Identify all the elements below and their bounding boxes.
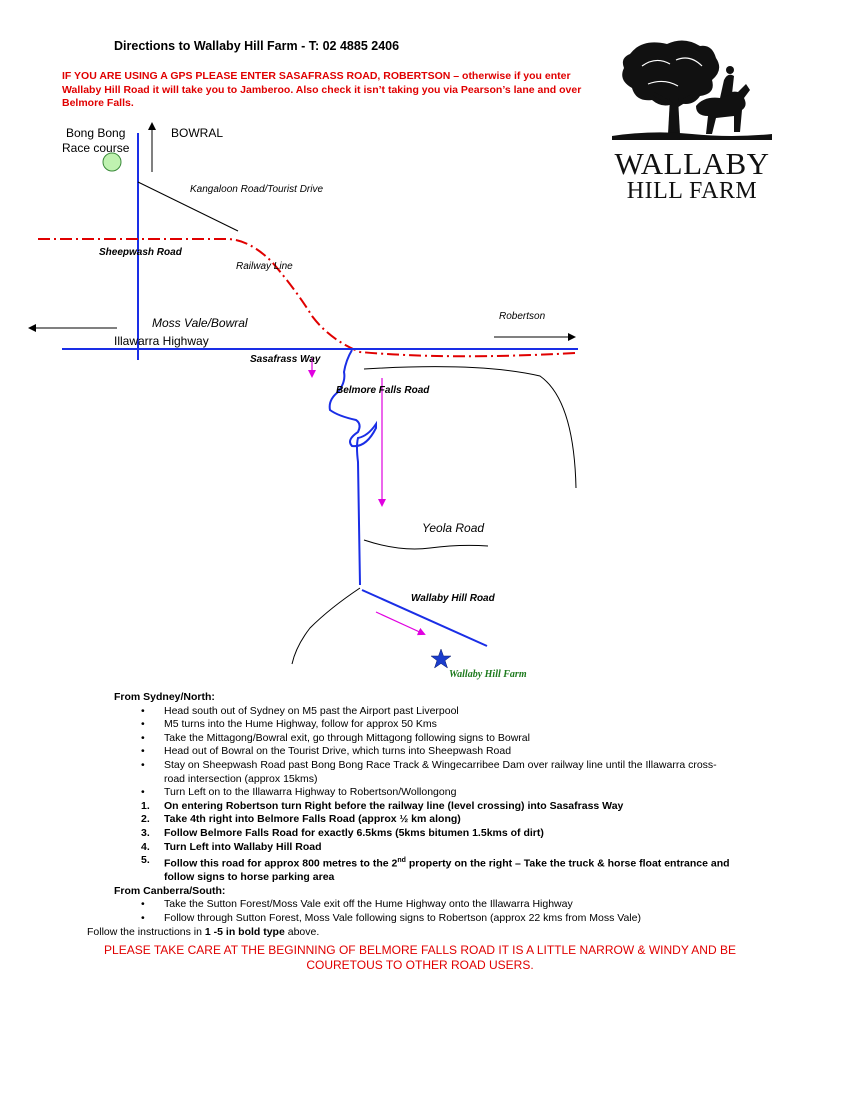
label-railway-line: Railway Line bbox=[236, 261, 293, 272]
list-item: •Follow through Sutton Forest, Moss Vale… bbox=[141, 912, 641, 924]
label-wallaby-hill-road: Wallaby Hill Road bbox=[411, 593, 495, 604]
gps-warning: IF YOU ARE USING A GPS PLEASE ENTER SASA… bbox=[62, 70, 582, 109]
label-race-course: Race course bbox=[62, 141, 130, 155]
label-bowral: BOWRAL bbox=[171, 126, 224, 140]
wallaby-route-arrow bbox=[375, 611, 426, 636]
yeola-road-line bbox=[363, 539, 489, 550]
robertson-east-road-line bbox=[363, 366, 577, 489]
racecourse-marker bbox=[102, 152, 122, 172]
list-item: 5.Follow this road for approx 800 metres… bbox=[141, 854, 730, 884]
kangaloon-road-line bbox=[137, 181, 239, 232]
logo-text-hill-farm: HILL FARM bbox=[626, 178, 758, 204]
route-map-drawing bbox=[28, 122, 578, 669]
label-bong-bong: Bong Bong bbox=[66, 126, 126, 140]
tree-and-horse-rider-icon bbox=[612, 40, 772, 140]
label-illawarra-highway: Illawarra Highway bbox=[114, 334, 209, 348]
farm-logo: WALLABY HILL FARM bbox=[612, 36, 772, 206]
label-wallaby-hill-farm: Wallaby Hill Farm bbox=[449, 669, 527, 680]
wallaby-hill-road-line bbox=[361, 589, 488, 647]
canberra-heading: From Canberra/South: bbox=[114, 884, 226, 897]
belmore-falls-road-line bbox=[328, 349, 377, 586]
label-sheepwash-road: Sheepwash Road bbox=[99, 247, 182, 258]
label-robertson: Robertson bbox=[499, 311, 546, 322]
route-map: Bong Bong Race course BOWRAL Kangaloon R… bbox=[0, 110, 850, 690]
southwest-road-line bbox=[291, 587, 361, 665]
list-item: 4.Turn Left into Wallaby Hill Road bbox=[141, 840, 322, 853]
railway-line bbox=[38, 238, 576, 358]
care-note: PLEASE TAKE CARE AT THE BEGINNING OF BEL… bbox=[104, 943, 736, 972]
label-kangaloon-road: Kangaloon Road/Tourist Drive bbox=[190, 184, 324, 195]
label-moss-vale: Moss Vale/Bowral bbox=[152, 316, 248, 330]
page-title: Directions to Wallaby Hill Farm - T: 02 … bbox=[114, 39, 400, 53]
list-item: •Take the Sutton Forest/Moss Vale exit o… bbox=[141, 898, 573, 911]
directions-section: From Sydney/North: •Head south out of Sy… bbox=[87, 691, 734, 939]
list-item: 1.On entering Robertson turn Right befor… bbox=[141, 799, 624, 812]
list-item: •Head south out of Sydney on M5 past the… bbox=[141, 704, 459, 717]
list-item: 2.Take 4th right into Belmore Falls Road… bbox=[141, 813, 461, 826]
list-item: •Head out of Bowral on the Tourist Drive… bbox=[141, 745, 512, 758]
canberra-steps-list: •Take the Sutton Forest/Moss Vale exit o… bbox=[114, 898, 734, 925]
logo-text-wallaby: WALLABY bbox=[614, 146, 770, 181]
label-belmore-falls-road: Belmore Falls Road bbox=[336, 385, 430, 396]
list-item: •Take the Mittagong/Bowral exit, go thro… bbox=[141, 731, 530, 744]
label-sasafrass-way: Sasafrass Way bbox=[250, 354, 321, 365]
list-item: 3.Follow Belmore Falls Road for exactly … bbox=[141, 826, 544, 839]
sydney-heading: From Sydney/North: bbox=[114, 691, 215, 703]
farm-star-icon bbox=[430, 648, 452, 669]
list-item: •Turn Left on to the Illawarra Highway t… bbox=[141, 786, 457, 799]
sydney-steps-list: •Head south out of Sydney on M5 past the… bbox=[114, 705, 734, 885]
list-item: •Stay on Sheepwash Road past Bong Bong R… bbox=[141, 758, 717, 785]
label-yeola-road: Yeola Road bbox=[422, 521, 485, 535]
follow-instructions: Follow the instructions in 1 -5 in bold … bbox=[87, 925, 320, 938]
list-item: •M5 turns into the Hume Highway, follow … bbox=[141, 718, 437, 731]
